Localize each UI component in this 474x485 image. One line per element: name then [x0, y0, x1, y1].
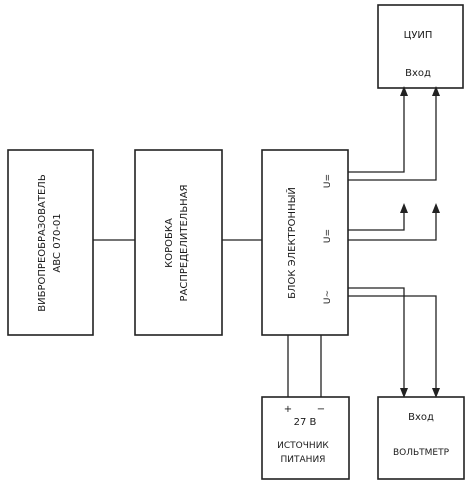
power-source-label-1: ИСТОЧНИК: [277, 441, 329, 451]
power-minus-terminal: −: [317, 404, 325, 415]
power-plus-terminal: +: [284, 404, 292, 415]
vibro-transducer-model: АВС 070-01: [52, 213, 63, 272]
connections: [93, 86, 440, 398]
vibro-transducer-box: [7, 149, 94, 336]
wire-mid-out-2: [348, 210, 437, 241]
arrow-cuip-1: [400, 86, 408, 96]
block-electronic-unit: БЛОК ЭЛЕКТРОННЫЙ U= U= U~: [261, 149, 349, 336]
voltmeter-box: [377, 396, 465, 480]
power-source-box: [261, 396, 350, 480]
electronic-output-top-label: U=: [323, 174, 333, 188]
block-cuip: ЦУИП Вход: [377, 4, 464, 89]
block-voltmeter: Вход ВОЛЬТМЕТР: [377, 396, 465, 480]
wire-bottom-to-voltmeter-2: [348, 295, 437, 392]
arrow-voltmeter-1: [400, 388, 408, 398]
power-voltage-label: 27 В: [294, 417, 317, 428]
arrow-cuip-2: [432, 86, 440, 96]
cuip-input-label: Вход: [405, 68, 431, 79]
cuip-box: [377, 4, 464, 89]
distribution-box-label-1: КОРОБКА: [164, 218, 175, 268]
distribution-box-box: [134, 149, 223, 336]
electronic-unit-label: БЛОК ЭЛЕКТРОННЫЙ: [285, 187, 298, 299]
electronic-output-bottom-label: U~: [323, 290, 333, 304]
wire-bottom-to-voltmeter-1: [348, 287, 405, 392]
voltmeter-input-label: Вход: [408, 412, 434, 423]
electronic-output-mid-label: U=: [323, 229, 333, 243]
wire-mid-out-1: [348, 210, 405, 231]
wire-top-to-cuip-2: [348, 92, 437, 181]
block-distribution-box: КОРОБКА РАСПРЕДЕЛИТЕЛЬНАЯ: [134, 149, 223, 336]
power-source-label-2: ПИТАНИЯ: [281, 455, 326, 465]
arrow-voltmeter-2: [432, 388, 440, 398]
block-power-source: + − 27 В ИСТОЧНИК ПИТАНИЯ: [261, 396, 350, 480]
voltmeter-title: ВОЛЬТМЕТР: [393, 448, 450, 458]
block-vibro-transducer: ВИБРОПРЕОБРАЗОВАТЕЛЬ АВС 070-01: [7, 149, 94, 336]
electronic-unit-box: [261, 149, 349, 336]
wire-top-to-cuip-1: [348, 92, 405, 173]
distribution-box-label-2: РАСПРЕДЕЛИТЕЛЬНАЯ: [179, 185, 190, 302]
cuip-title: ЦУИП: [404, 30, 433, 41]
arrow-mid-2: [432, 203, 440, 213]
arrow-mid-1: [400, 203, 408, 213]
vibro-transducer-label: ВИБРОПРЕОБРАЗОВАТЕЛЬ: [37, 174, 48, 312]
